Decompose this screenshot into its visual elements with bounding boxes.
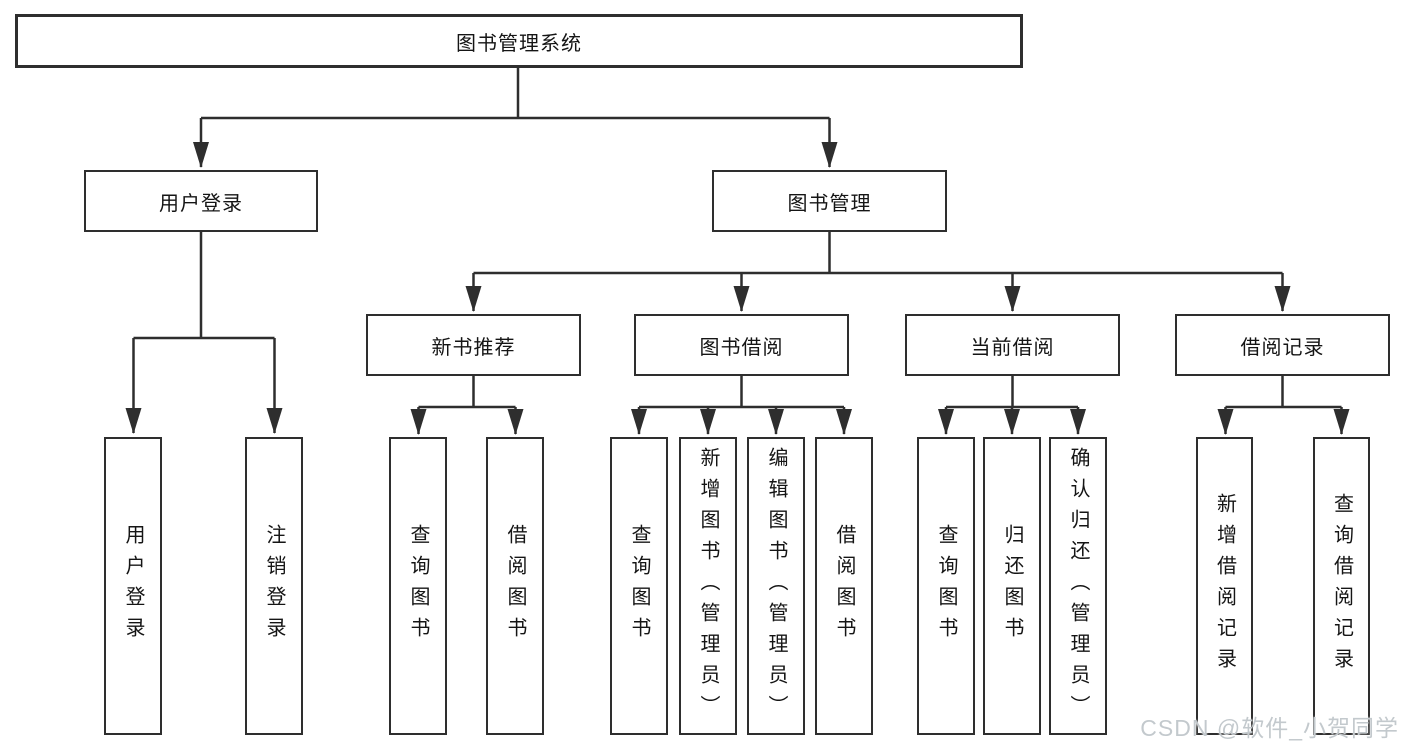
leaf-add-borrow-record-label: 新增借阅记录 xyxy=(1213,493,1236,679)
leaf-borrowing-borrow-books-label: 借阅图书 xyxy=(833,524,855,648)
leaf-edit-book-admin-label: 编辑图书（管理员） xyxy=(765,446,787,726)
node-current-borrowing: 当前借阅 xyxy=(905,314,1120,376)
node-book-management: 图书管理 xyxy=(712,170,947,232)
node-borrowing-records: 借阅记录 xyxy=(1175,314,1390,376)
node-user-login: 用户登录 xyxy=(84,170,318,232)
leaf-borrowing-borrow-books: 借阅图书 xyxy=(815,437,873,735)
leaf-recommend-borrow-books-label: 借阅图书 xyxy=(504,524,526,648)
leaf-add-book-admin-label: 新增图书（管理员） xyxy=(697,446,719,726)
leaf-logout: 注销登录 xyxy=(245,437,303,735)
leaf-borrowing-query-books-label: 查询图书 xyxy=(628,524,650,648)
leaf-edit-book-admin: 编辑图书（管理员） xyxy=(747,437,805,735)
node-new-book-recommendation: 新书推荐 xyxy=(366,314,581,376)
leaf-recommend-borrow-books: 借阅图书 xyxy=(486,437,544,735)
leaf-recommend-query-books-label: 查询图书 xyxy=(407,524,429,648)
leaf-add-book-admin: 新增图书（管理员） xyxy=(679,437,737,735)
watermark: CSDN @软件_小贺同学 xyxy=(1140,715,1399,741)
leaf-recommend-query-books: 查询图书 xyxy=(389,437,447,735)
leaf-current-query-books-label: 查询图书 xyxy=(935,524,957,648)
leaf-add-borrow-record: 新增借阅记录 xyxy=(1196,437,1253,735)
node-library-management-system: 图书管理系统 xyxy=(15,14,1023,68)
leaf-user-login: 用户登录 xyxy=(104,437,162,735)
leaf-logout-label: 注销登录 xyxy=(263,524,285,648)
leaf-query-borrow-record-label: 查询借阅记录 xyxy=(1330,493,1353,679)
leaf-current-query-books: 查询图书 xyxy=(917,437,975,735)
node-book-borrowing: 图书借阅 xyxy=(634,314,849,376)
leaf-borrowing-query-books: 查询图书 xyxy=(610,437,668,735)
leaf-query-borrow-record: 查询借阅记录 xyxy=(1313,437,1370,735)
leaf-return-books: 归还图书 xyxy=(983,437,1041,735)
leaf-return-books-label: 归还图书 xyxy=(1001,524,1023,648)
leaf-confirm-return-admin-label: 确认归还（管理员） xyxy=(1067,446,1089,726)
leaf-user-login-label: 用户登录 xyxy=(122,524,144,648)
leaf-confirm-return-admin: 确认归还（管理员） xyxy=(1049,437,1107,735)
